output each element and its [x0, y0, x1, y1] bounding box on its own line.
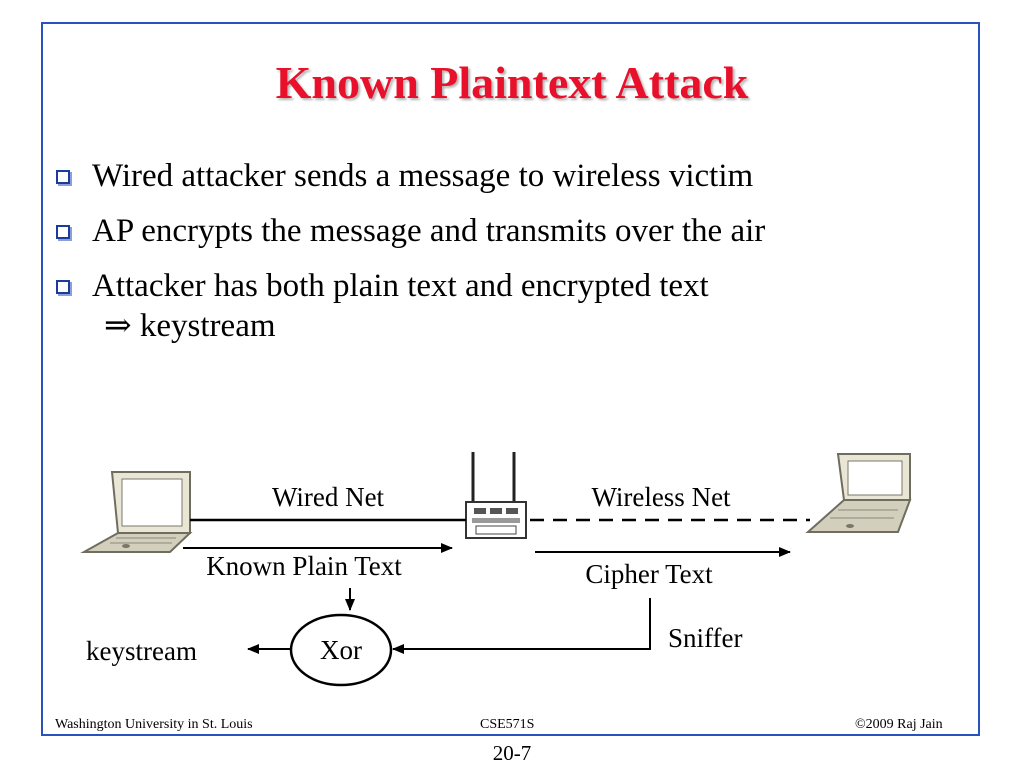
bullet-text: AP encrypts the message and transmits ov…: [92, 213, 766, 249]
wireless-net-label: Wireless Net: [591, 482, 731, 512]
keystream-label: keystream: [86, 636, 197, 666]
footer-copyright: ©2009 Raj Jain: [855, 717, 943, 732]
wired-attacker-laptop-icon: [80, 471, 193, 553]
slide-frame: [41, 22, 980, 736]
bullet-text: Wired attacker sends a message to wirele…: [92, 158, 754, 194]
wired-net-label: Wired Net: [272, 482, 385, 512]
wireless-victim-laptop-icon: [805, 453, 912, 533]
cipher-text-label: Cipher Text: [585, 559, 713, 589]
square-bullet-icon: [56, 280, 70, 294]
xor-label: Xor: [320, 635, 362, 665]
bullet-item: Attacker has both plain text and encrypt…: [56, 266, 765, 346]
known-plain-text-label: Known Plain Text: [206, 551, 402, 581]
bullet-item: Wired attacker sends a message to wirele…: [56, 156, 765, 196]
footer-course: CSE571S: [480, 717, 535, 732]
page-number: 20-7: [492, 741, 532, 765]
footer-institution: Washington University in St. Louis: [55, 717, 253, 732]
bullet-text: Attacker has both plain text and encrypt…: [92, 268, 709, 304]
bullet-list: Wired attacker sends a message to wirele…: [56, 156, 765, 361]
square-bullet-icon: [56, 225, 70, 239]
bullet-continuation: ⇒ keystream: [104, 308, 276, 344]
bullet-item: AP encrypts the message and transmits ov…: [56, 211, 765, 251]
sniffer-to-xor-arrow: [392, 598, 651, 654]
access-point-icon: [465, 452, 527, 539]
sniffer-label: Sniffer: [668, 623, 743, 653]
slide-title: Known Plaintext Attack: [275, 57, 749, 108]
square-bullet-icon: [56, 170, 70, 184]
